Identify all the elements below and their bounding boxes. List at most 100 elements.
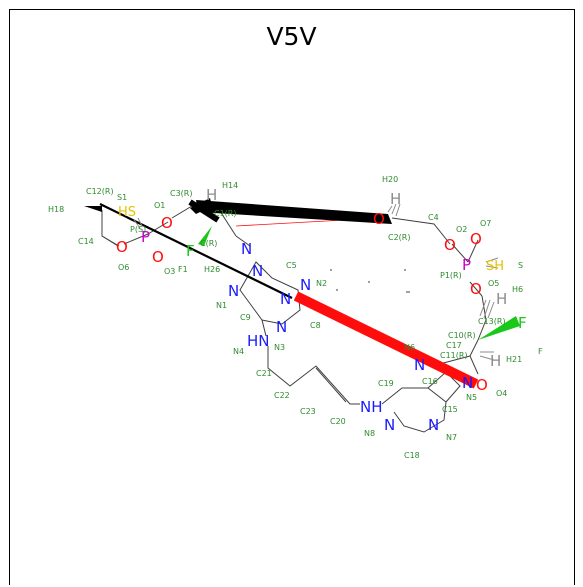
bond-o5-c13 (481, 295, 487, 321)
label-h14: H14 (222, 181, 238, 190)
atom-h3: H (496, 290, 507, 308)
label-c1r-b: C(R) (200, 239, 217, 248)
bond-p1-o5 (469, 281, 483, 297)
dash-marks (330, 269, 410, 293)
label-c21: C21 (256, 369, 272, 378)
wedge-c1-f (198, 226, 212, 246)
hash-c2-h20 (387, 203, 401, 217)
atom-o6: O (116, 238, 128, 256)
atom-h1: H (206, 186, 217, 204)
atom-n9: N (252, 262, 263, 280)
bond-p1-o2 (451, 243, 469, 263)
atom-n6: N (462, 374, 473, 392)
hash-p1-s (485, 257, 499, 269)
atom-s1: HS (118, 205, 136, 220)
label-c8: C8 (310, 321, 321, 330)
label-c17: C17 (446, 341, 462, 350)
label-n1: N1 (216, 301, 227, 310)
atom-p1: P (462, 256, 471, 274)
label-s1: S1 (117, 193, 127, 202)
label-o1: O1 (154, 201, 165, 210)
atom-o2: O (444, 236, 456, 254)
label-n2: N2 (316, 279, 327, 288)
label-c20: C20 (330, 417, 346, 426)
label-c11r: C11(R) (440, 351, 468, 360)
label-c4: C4 (428, 213, 439, 222)
atom-labels: C12(R) S1 H18 C14 O6 P(S) O3 F1 O1 C3(R)… (48, 175, 543, 460)
label-o2: O2 (456, 225, 467, 234)
atom-n7: N (384, 416, 395, 434)
wedge-c12-h18 (84, 206, 102, 212)
hash-c13-h6 (479, 299, 495, 319)
label-h20: H20 (382, 175, 398, 184)
label-o7: O7 (480, 219, 491, 228)
label-c18: C18 (404, 451, 420, 460)
label-c15: C15 (442, 405, 458, 414)
bond-p1-o7 (467, 239, 479, 263)
label-n7: N7 (446, 433, 457, 442)
bond-chain-2 (315, 367, 347, 403)
atom-symbols: O O O P HS F H N N N N HN O H O O P SH O… (116, 186, 527, 434)
atom-h4: H (490, 352, 501, 370)
label-c13r: C13(R) (478, 317, 506, 326)
label-h18: H18 (48, 205, 64, 214)
bond-purine-b (381, 387, 447, 433)
label-o4: O4 (496, 389, 507, 398)
bond-c4-c2 (391, 217, 451, 245)
atom-hn1: HN (247, 332, 270, 350)
bond-chain-1 (267, 346, 360, 405)
label-n8: N8 (364, 429, 375, 438)
label-p1r: P1(R) (440, 271, 462, 280)
molecule-title: V5V (266, 22, 317, 51)
label-c2r: C2(R) (388, 233, 410, 242)
thick-bond-c12-n (99, 203, 293, 299)
label-f: F (538, 347, 543, 356)
atom-n10: N (280, 290, 291, 308)
wedge-bonds (84, 198, 520, 389)
atom-o4: O (476, 376, 488, 394)
label-c14: C14 (78, 237, 94, 246)
atom-p2: P (141, 228, 150, 246)
atom-n5: N (414, 356, 425, 374)
label-c22: C22 (274, 391, 290, 400)
thick-red-bond (293, 291, 479, 389)
bond-purine-a (239, 261, 301, 325)
label-n6: N6 (404, 343, 415, 352)
bond-p2-o (147, 221, 169, 235)
bond-c10-c11 (469, 339, 479, 375)
label-h26: H26 (204, 265, 220, 274)
bond-c13-c10 (477, 319, 487, 341)
bond-c14-o6 (101, 235, 119, 247)
atom-n1: N (241, 240, 252, 258)
label-ps: P(S) (130, 225, 146, 234)
label-c10r: C10(R) (448, 331, 476, 340)
label-n4: N4 (233, 347, 244, 356)
atom-o3: O (152, 248, 164, 266)
label-o3: O3 (164, 267, 175, 276)
hash-p2-s1 (133, 217, 143, 229)
thick-black-bond (188, 199, 220, 223)
atom-n2: N (228, 282, 239, 300)
wedge-c3-c2 (196, 200, 392, 224)
atom-n8: N (428, 416, 439, 434)
atom-o7: O (470, 230, 482, 248)
label-c1r-a: C1(R) (214, 209, 236, 218)
label-n5: N5 (466, 393, 477, 402)
ring-bonds (101, 205, 487, 433)
label-c23: C23 (300, 407, 316, 416)
label-c12r: C12(R) (86, 187, 114, 196)
label-c16: C16 (422, 377, 438, 386)
label-f1: F1 (178, 265, 188, 274)
label-h6: H6 (512, 285, 523, 294)
label-n3: N3 (274, 343, 285, 352)
atom-h2: H (390, 190, 401, 208)
bond-c1-n (235, 235, 251, 247)
atom-o5: O (470, 280, 482, 298)
label-c9: C9 (240, 313, 251, 322)
label-c3r: C3(R) (170, 189, 192, 198)
bond-purine-a2 (261, 319, 267, 337)
label-s: S (518, 261, 523, 270)
label-c19: C19 (378, 379, 394, 388)
hashed-bonds (133, 203, 499, 361)
